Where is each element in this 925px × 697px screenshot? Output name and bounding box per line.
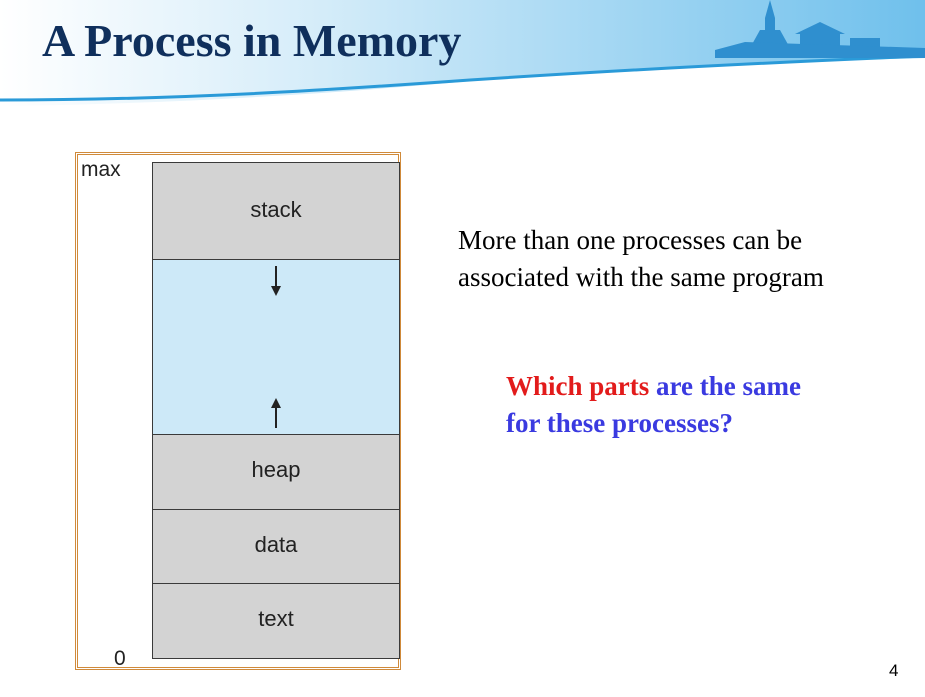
- stack-growth-down-arrow-icon: [271, 266, 281, 296]
- max-address-label: max: [81, 158, 121, 181]
- statement-text: More than one processes can be associate…: [458, 225, 824, 292]
- page-number: 4: [889, 661, 899, 680]
- heap-growth-up-arrow-icon: [271, 398, 281, 428]
- data-label: data: [254, 532, 298, 557]
- stack-label: stack: [250, 197, 302, 222]
- question-part-2: for these processes?: [506, 408, 733, 438]
- heap-label: heap: [251, 457, 301, 482]
- town-skyline-icon: [715, 0, 925, 58]
- data-segment: data: [152, 509, 400, 584]
- zero-address-label: 0: [114, 647, 126, 670]
- header-swoosh: [0, 0, 925, 106]
- heap-segment: heap: [152, 434, 400, 510]
- text-segment: text: [152, 583, 400, 659]
- free-space-region: [152, 259, 400, 435]
- question-part-1: are the same: [649, 371, 801, 401]
- question-text: Which parts are the same for these proce…: [506, 368, 906, 442]
- stack-segment: stack: [152, 162, 400, 260]
- memory-diagram: max 0 stack heap data text: [75, 152, 401, 670]
- slide-title: A Process in Memory: [42, 15, 462, 66]
- question-highlight: Which parts: [506, 371, 650, 401]
- text-label: text: [258, 606, 294, 631]
